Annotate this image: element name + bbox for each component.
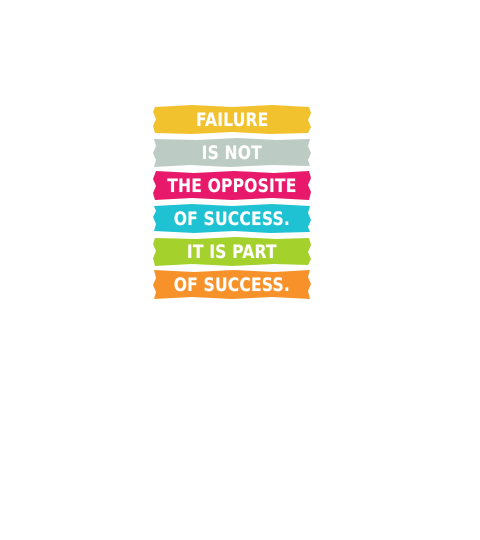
- brush-stripe-green: [153, 237, 311, 266]
- brush-stripe-yellow: [153, 105, 311, 134]
- quote-line-5: IT IS PART: [152, 236, 312, 267]
- brush-stripe-orange: [153, 270, 311, 299]
- quote-line-2: IS NOT: [152, 137, 312, 168]
- quote-block: FAILURE IS NOT THE OPPOSITE OF SUCCESS.: [152, 104, 312, 302]
- brush-stripe-cyan: [153, 204, 311, 233]
- quote-line-3-text: THE OPPOSITE: [167, 174, 297, 197]
- quote-line-5-text: IT IS PART: [187, 240, 277, 263]
- brush-stripe-pink: [153, 171, 311, 200]
- quote-line-1-text: FAILURE: [195, 108, 269, 131]
- quote-line-2-text: IS NOT: [201, 141, 263, 164]
- brush-stripe-gray: [153, 138, 311, 167]
- quote-line-1: FAILURE: [152, 104, 312, 135]
- quote-line-3: THE OPPOSITE: [152, 170, 312, 201]
- quote-line-4-text: OF SUCCESS.: [173, 207, 291, 230]
- quote-line-6-text: OF SUCCESS.: [173, 273, 291, 296]
- quote-line-6: OF SUCCESS.: [152, 269, 312, 300]
- quote-line-4: OF SUCCESS.: [152, 203, 312, 234]
